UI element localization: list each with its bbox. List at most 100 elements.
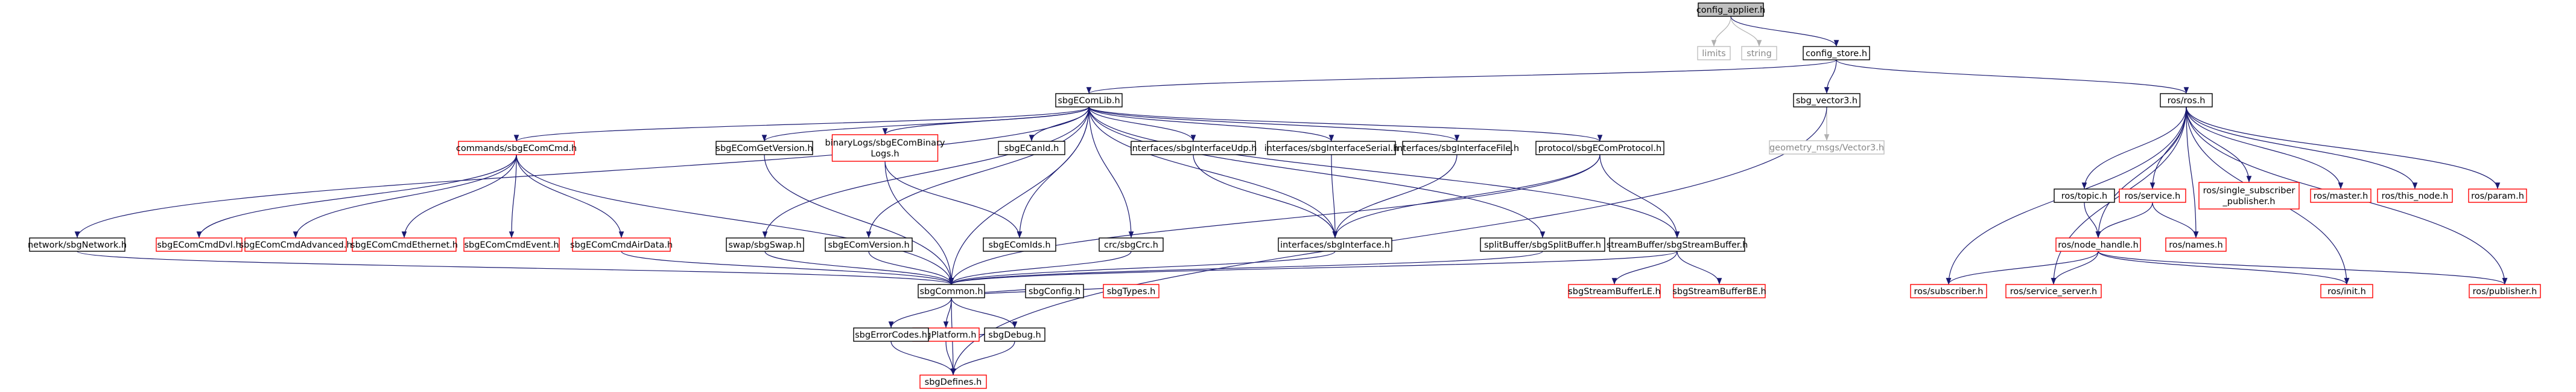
node-ros-ros[interactable]: ros/ros.h: [2160, 93, 2213, 108]
node-label: binaryLogs/sbgEComBinary: [825, 138, 945, 148]
node-box: [1568, 284, 1661, 298]
node-ecomversion[interactable]: sbgEComVersion.h: [825, 237, 913, 252]
node-sbg-vector3[interactable]: sbg_vector3.h: [1793, 93, 1861, 108]
node-ros-this-node[interactable]: ros/this_node.h: [2377, 188, 2453, 203]
node-box: [572, 237, 671, 252]
node-label: interfaces/sbgInterfaceUdp.h: [1130, 144, 1257, 153]
node-swap[interactable]: swap/sbgSwap.h: [726, 237, 804, 252]
node-label: interfaces/sbgInterfaceSerial.h: [1264, 144, 1399, 153]
node-if-serial[interactable]: interfaces/sbgInterfaceSerial.h: [1264, 141, 1399, 155]
node-commands[interactable]: commands/sbgEComCmd.h: [456, 141, 577, 155]
node-box: [1402, 141, 1512, 155]
node-canid[interactable]: sbgECanId.h: [998, 141, 1065, 155]
node-ros-service-server[interactable]: ros/service_server.h: [2005, 284, 2102, 298]
node-if-file[interactable]: interfaces/sbgInterfaceFile.h: [1395, 141, 1519, 155]
edge-ros_ros-to-ros_single_sub: [2186, 106, 2252, 183]
node-ros-publisher[interactable]: ros/publisher.h: [2469, 284, 2541, 298]
node-label: sbgStreamBufferLE.h: [1568, 287, 1660, 297]
node-streambuffer[interactable]: streamBuffer/sbgStreamBuffer.h: [1607, 237, 1748, 252]
node-box: [2320, 284, 2373, 298]
node-config-applier[interactable]: config_applier.h: [1696, 2, 1765, 17]
node-splitbuffer[interactable]: splitBuffer/sbgSplitBuffer.h: [1480, 237, 1605, 252]
node-label: sbgEComIds.h: [988, 240, 1050, 250]
node-ros-master[interactable]: ros/master.h: [2310, 188, 2371, 203]
node-label: sbgEComCmdEthernet.h: [351, 240, 458, 250]
node-common[interactable]: sbgCommon.h: [918, 284, 985, 298]
edge-ros_ros-to-ros_this_node: [2186, 106, 2418, 190]
node-label: ros/service.h: [2125, 191, 2181, 201]
node-label: sbgEComLib.h: [1058, 96, 1120, 106]
node-cmd-airdata[interactable]: sbgEComCmdAirData.h: [570, 237, 673, 252]
node-sb-le[interactable]: sbgStreamBufferLE.h: [1568, 284, 1661, 298]
node-defines[interactable]: sbgDefines.h: [919, 374, 987, 389]
node-label: sbgEComCmdDvl.h: [157, 240, 241, 250]
edge-streambuffer-to-common: [949, 251, 1678, 285]
edge-config_applier-to-limits: [1711, 16, 1731, 47]
node-label: network/sbgNetwork.h: [28, 240, 127, 250]
node-label: sbgDefines.h: [925, 378, 982, 387]
node-box: [156, 237, 243, 252]
edge-sbgEComLib-to-interface: [1088, 106, 1338, 239]
node-sbgconfig[interactable]: sbgConfig.h: [1025, 284, 1084, 298]
node-label: Logs.h: [871, 149, 899, 159]
node-ros-subscriber[interactable]: ros/subscriber.h: [1910, 284, 1987, 298]
node-box: [2198, 182, 2300, 210]
node-cmd-event[interactable]: sbgEComCmdEvent.h: [463, 237, 560, 252]
edge-streambuffer-to-sb_le: [1611, 251, 1678, 285]
node-ros-single-sub[interactable]: ros/single_subscriber_publisher.h: [2198, 182, 2300, 210]
node-ros-names[interactable]: ros/names.h: [2165, 237, 2227, 252]
edge-sbgEComLib-to-binarylogs: [882, 106, 1090, 135]
edge-interface-to-common: [948, 251, 1336, 285]
edge-ros_ros-to-ros_node_handle: [2095, 106, 2187, 239]
edge-errorcodes-to-defines: [890, 341, 956, 376]
node-getversion[interactable]: sbgEComGetVersion.h: [715, 141, 813, 155]
node-box: [919, 374, 987, 389]
node-label: string: [1746, 49, 1772, 59]
node-sb-be[interactable]: sbgStreamBufferBE.h: [1672, 284, 1766, 298]
edge-getversion-to-common: [764, 154, 954, 285]
node-ros-param[interactable]: ros/param.h: [2468, 188, 2527, 203]
edge-if_udp-to-interface: [1193, 154, 1338, 239]
node-errorcodes[interactable]: sbgErrorCodes.h: [853, 327, 929, 342]
node-network[interactable]: network/sbgNetwork.h: [28, 237, 127, 252]
node-cmd-adv[interactable]: sbgEComCmdAdvanced.h: [239, 237, 352, 252]
node-box: [1697, 46, 1731, 60]
node-protocol[interactable]: protocol/sbgEComProtocol.h: [1535, 141, 1664, 155]
node-cmd-dvl[interactable]: sbgEComCmdDvl.h: [156, 237, 243, 252]
edge-ros_ros-to-ros_param: [2186, 106, 2501, 190]
node-sbgEComLib[interactable]: sbgEComLib.h: [1055, 93, 1123, 108]
node-label: ros/ros.h: [2168, 96, 2206, 106]
edge-ros_node_handle-to-ros_publisher: [2098, 251, 2508, 285]
edge-splitbuffer-to-common: [949, 251, 1543, 285]
edge-ros_ros-to-ros_master: [2186, 106, 2344, 190]
node-if-udp[interactable]: interfaces/sbgInterfaceUdp.h: [1130, 141, 1257, 155]
node-ros-init[interactable]: ros/init.h: [2320, 284, 2373, 298]
node-box: [983, 237, 1056, 252]
node-config-store[interactable]: config_store.h: [1803, 46, 1870, 60]
node-ros-node-handle[interactable]: ros/node_handle.h: [2055, 237, 2141, 252]
node-box: [244, 237, 347, 252]
node-interface[interactable]: interfaces/sbgInterface.h: [1278, 237, 1392, 252]
node-box: [1793, 93, 1861, 108]
node-label: sbgCommon.h: [919, 287, 983, 297]
node-label: ros/init.h: [2327, 287, 2366, 297]
node-geometry-msgs: geometry_msgs/Vector3.h: [1769, 140, 1885, 155]
node-types[interactable]: sbgTypes.h: [1103, 284, 1160, 298]
node-label: interfaces/sbgInterface.h: [1280, 240, 1390, 250]
node-crc[interactable]: crc/sbgCrc.h: [1099, 237, 1164, 252]
node-cmd-eth[interactable]: sbgEComCmdEthernet.h: [351, 237, 458, 252]
node-ros-topic[interactable]: ros/topic.h: [2054, 188, 2115, 203]
node-ecomids[interactable]: sbgEComIds.h: [983, 237, 1056, 252]
node-box: [2468, 188, 2527, 203]
node-label: ros/node_handle.h: [2058, 240, 2139, 250]
edge-platform-to-defines: [945, 341, 956, 376]
edge-sbgEComLib-to-if_udp: [1088, 106, 1196, 142]
edge-sbgEComLib-to-if_file: [1088, 106, 1460, 142]
node-box: [1103, 284, 1160, 298]
node-debug[interactable]: sbgDebug.h: [984, 327, 1045, 342]
node-ros-service[interactable]: ros/service.h: [2119, 188, 2186, 203]
node-platform[interactable]: sbgPlatform.h: [912, 327, 980, 342]
edge-cmd_airdata-to-common: [621, 251, 954, 285]
edge-sbgEComLib-to-common: [948, 106, 1090, 285]
